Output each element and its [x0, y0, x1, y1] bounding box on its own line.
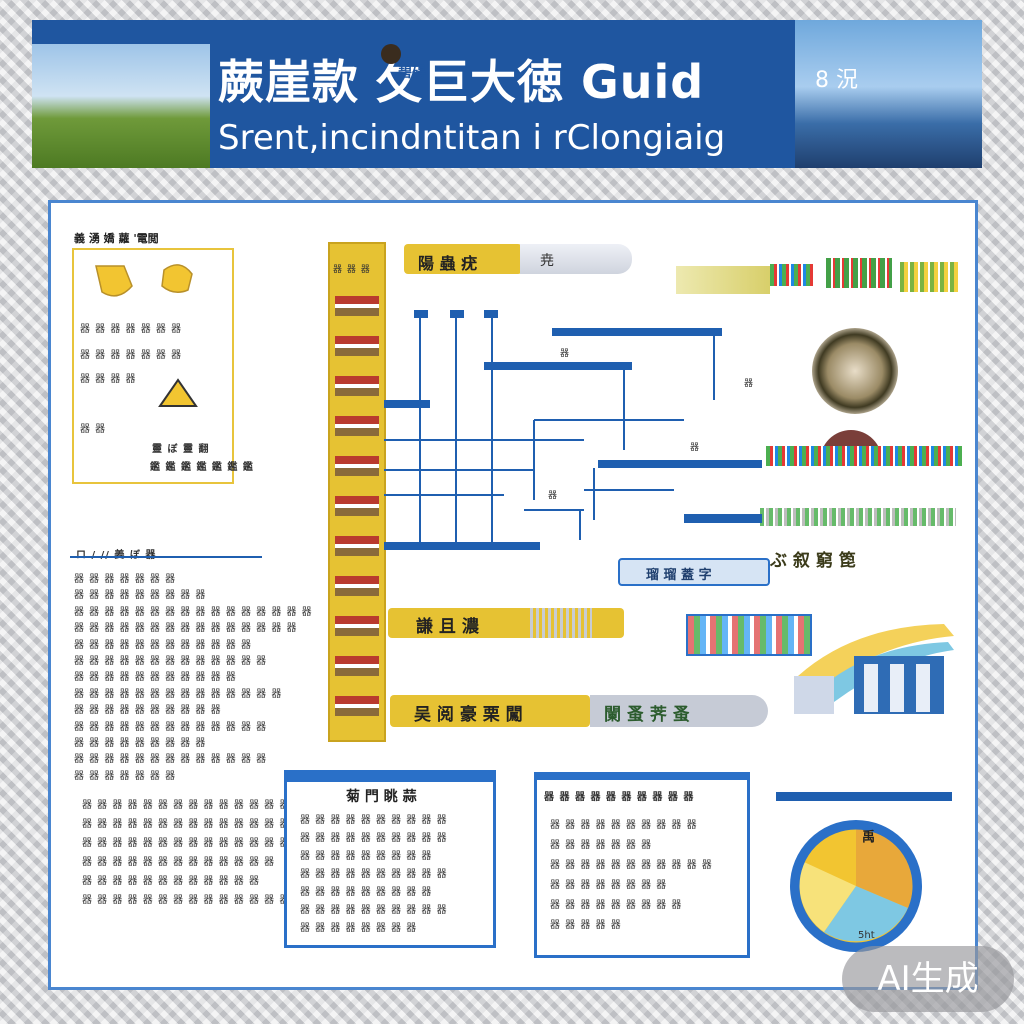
legend-caption: 靈 ぼ 靈 翻 — [152, 444, 210, 455]
building-illustration — [794, 624, 954, 714]
panel-line: 器 器 器 器 器 器 器 器 — [300, 923, 418, 934]
legend-title: 義 湧 嬌 蘿 '電閲 — [74, 232, 159, 245]
right-row-label: ぶ 叙 窮 箆 — [770, 551, 856, 571]
color-strip — [900, 262, 960, 292]
top-pill-tail — [520, 244, 632, 274]
page-title: 蕨崖款 攵巨大徳 Guid — [218, 55, 705, 109]
legend-caption: 鑑 鑑 鑑 鑑 鑑 鑑 鑑 — [150, 462, 254, 473]
flow-small-label: 器 — [690, 443, 701, 453]
panel-line: 器 器 器 器 器 器 器 器 器 — [300, 851, 433, 862]
legend-row: 器 器 器 器 器 器 器 — [80, 324, 183, 335]
panel-line: 器 器 器 器 器 器 器 器 器 器 器 — [550, 860, 713, 871]
grid-image — [686, 614, 812, 656]
top-pill-label-b: 尭 — [540, 253, 554, 269]
page-subtitle: Srent,incindntitan i rClongiaig — [218, 118, 726, 158]
notes-list-b: 器 器 器 器 器 器 器 器 器 器 器 器 器 器 器 器 器 器 器 器 … — [82, 796, 306, 910]
note-line: 器 器 器 器 器 器 器 器 器 器 器 器 器 器 器 器 — [74, 606, 313, 618]
note-line: 器 器 器 器 器 器 器 器 器 器 器 器 — [82, 876, 260, 887]
column-label: 器 器 器 — [333, 265, 371, 275]
panel-lines: 器 器 器 器 器 器 器 器 器 器 器 器 器 器 器 器 器 器 器 器 … — [300, 812, 448, 938]
corner-text: 8 況 — [815, 68, 858, 93]
note-line: 器 器 器 器 器 器 器 器 器 器 器 器 器 — [82, 857, 276, 868]
info-panel-center — [284, 770, 496, 948]
note-line: 器 器 器 器 器 器 器 器 器 — [74, 738, 207, 750]
panel-line: 器 器 器 器 器 器 器 器 器 — [300, 887, 433, 898]
panel-line: 器 器 器 器 器 器 器 — [550, 840, 653, 851]
note-line: 器 器 器 器 器 器 器 — [74, 574, 177, 585]
blue-bar — [684, 514, 762, 523]
note-line: 器 器 器 器 器 器 器 器 器 器 器 器 器 — [74, 754, 268, 766]
bottom-pill-tail — [590, 695, 768, 727]
city-image — [795, 20, 982, 168]
panel-line: 器 器 器 器 器 器 器 器 器 — [550, 900, 683, 911]
note-line: 器 器 器 器 器 器 器 器 器 — [74, 590, 207, 602]
flow-small-label: 器 — [560, 349, 571, 359]
title-mark: 碧碍 — [398, 65, 426, 81]
panel-line: 器 器 器 器 器 器 器 器 器 器 — [300, 833, 448, 844]
legend-box — [72, 248, 234, 484]
color-strip — [760, 508, 956, 526]
panel-lines: 器 器 器 器 器 器 器 器 器 器 器 器 器 器 器 器 器 器 器 器 … — [550, 816, 713, 936]
color-strip — [766, 446, 962, 466]
note-line: 器 器 器 器 器 器 器 器 器 器 器 器 器 器 器 — [82, 838, 306, 849]
note-line: 器 器 器 器 器 器 器 器 器 器 器 器 器 — [74, 656, 268, 668]
right-tag — [676, 266, 770, 294]
legend-row: 器 器 器 器 — [80, 374, 137, 385]
panel-title: 菊 門 眺 蒜 — [346, 789, 417, 805]
pie-label: 禹 — [862, 830, 876, 845]
pie-label-b: 5ht — [858, 930, 875, 941]
notes-heading: ロ / // 姜 ぼ 器 — [76, 546, 156, 561]
middle-pill-label: 謙 且 濃 — [416, 617, 479, 637]
legend-shapes-icon — [95, 264, 198, 407]
note-line: 器 器 器 器 器 器 器 器 器 器 器 器 器 器 — [74, 688, 283, 700]
panel-line: 器 器 器 器 器 器 器 器 器 器 — [550, 820, 698, 831]
panel-title: 器 器 器 器 器 器 器 器 器 器 — [544, 792, 695, 803]
legend-row: 器 器 — [80, 424, 107, 435]
note-line: 器 器 器 器 器 器 器 器 器 器 器 器 器 器 — [82, 819, 291, 830]
info-panel-right — [534, 772, 750, 958]
panel-line: 器 器 器 器 器 器 器 器 器 器 — [300, 869, 448, 880]
panel-line: 器 器 器 器 器 器 器 器 器 器 — [300, 815, 448, 826]
panel-header-bar — [284, 770, 496, 782]
bottom-pill — [390, 695, 590, 727]
bottom-pill-label: 吴 阅 豪 栗 闖 — [414, 705, 523, 725]
blue-tag-label: 瑠 瑠 蓋 字 — [646, 568, 712, 583]
note-line: 器 器 器 器 器 器 器 器 器 器 器 器 器 器 — [82, 895, 291, 906]
divider — [70, 556, 262, 558]
flow-small-label: 器 — [744, 379, 755, 389]
title-dot-icon — [381, 44, 401, 64]
middle-pill-pattern — [530, 608, 592, 638]
panel-line: 器 器 器 器 器 — [550, 920, 622, 931]
pie-badge — [790, 820, 922, 952]
note-line: 器 器 器 器 器 器 器 器 器 器 器 — [74, 672, 237, 684]
column-image-strip — [335, 290, 379, 720]
top-pill — [404, 244, 522, 274]
note-line: 器 器 器 器 器 器 器 — [74, 770, 177, 782]
panel-header-bar — [534, 772, 750, 780]
note-line: 器 器 器 器 器 器 器 器 器 器 — [74, 705, 222, 717]
color-strip — [770, 264, 814, 286]
photo-circle — [812, 328, 898, 414]
ai-generated-badge: AI生成 — [842, 946, 1014, 1012]
legend-row: 器 器 器 器 器 器 器 — [80, 350, 183, 361]
bottom-pill-label-b: 闌 蚤 荠 蚤 — [604, 705, 690, 725]
panel-line: 器 器 器 器 器 器 器 器 器 器 — [300, 905, 448, 916]
notes-list: 器 器 器 器 器 器 器 器 器 器 器 器 器 器 器 器 器 器 器 器 … — [74, 572, 313, 785]
blue-tag — [618, 558, 770, 586]
note-line: 器 器 器 器 器 器 器 器 器 器 器 器 器 — [74, 721, 268, 733]
note-line: 器 器 器 器 器 器 器 器 器 器 器 器 — [74, 639, 252, 651]
panel-line: 器 器 器 器 器 器 器 器 — [550, 880, 668, 891]
blue-bar — [776, 792, 952, 801]
note-line: 器 器 器 器 器 器 器 器 器 器 器 器 器 器 器 — [74, 623, 298, 635]
note-line: 器 器 器 器 器 器 器 器 器 器 器 器 器 器 器 — [82, 800, 306, 811]
color-strip — [826, 258, 892, 288]
top-pill-label: 陽 蟲 疣 — [418, 254, 478, 273]
landscape-image — [32, 44, 210, 168]
flow-small-label: 器 — [548, 491, 559, 501]
